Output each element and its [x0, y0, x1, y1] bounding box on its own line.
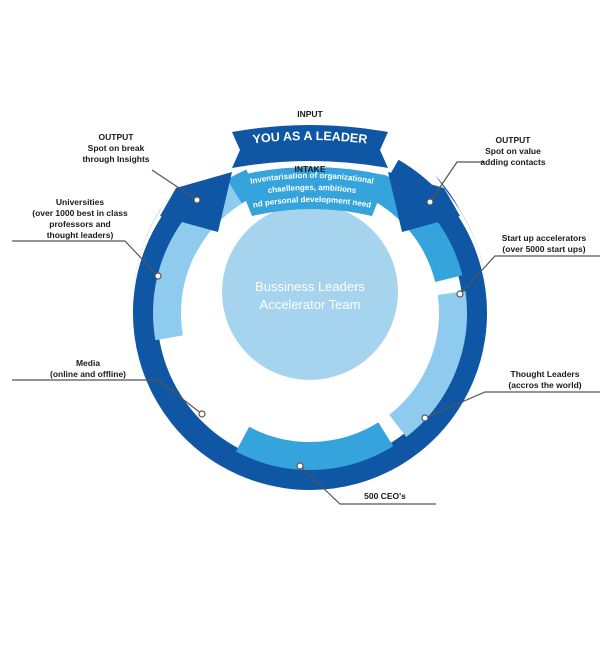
outer-ring-band — [133, 136, 487, 490]
dot-startups — [456, 290, 464, 298]
dot-ceos — [296, 462, 304, 470]
leader-thought-leaders — [424, 391, 600, 419]
output-right-heading: OUTPUT — [496, 135, 532, 145]
universities-line-1: Universities — [56, 197, 104, 207]
segment-ceos — [153, 156, 467, 470]
segment-media — [153, 156, 467, 471]
universities-line-2: (over 1000 best in class — [32, 208, 128, 218]
output-right-line-2: adding contacts — [480, 157, 545, 167]
leader-output-right — [429, 161, 484, 203]
segment-thought-leaders — [153, 156, 467, 470]
ceos-label: 500 CEO's — [364, 491, 406, 501]
dot-output-left — [193, 196, 201, 204]
output-right-line-1: Spot on value — [485, 146, 541, 156]
media-line-2: (online and offline) — [50, 369, 126, 379]
leader-output-left — [151, 169, 198, 201]
intake-label: INTAKE — [294, 164, 325, 174]
output-left-line-2: through Insights — [82, 154, 149, 164]
universities-line-4: thought leaders) — [47, 230, 114, 240]
thought-leaders-line-2: (accros the world) — [508, 380, 581, 390]
output-right-arrowhead — [388, 172, 460, 232]
leader-startups — [459, 255, 600, 295]
center-circle — [222, 204, 398, 380]
dot-universities — [154, 272, 162, 280]
output-left-line-1: Spot on break — [88, 143, 145, 153]
leader-media — [12, 379, 203, 415]
intake-ribbon — [236, 167, 388, 216]
center-line-1: Bussiness Leaders — [255, 279, 365, 294]
dot-output-right — [426, 198, 434, 206]
startups-line-2: (over 5000 start ups) — [502, 244, 585, 254]
leader-universities — [12, 240, 159, 277]
universities-line-3: professors and — [49, 219, 110, 229]
banner-title: YOU AS A LEADER — [252, 129, 368, 147]
center-line-2: Accelerator Team — [260, 297, 361, 312]
leader-ceos — [299, 465, 436, 505]
thought-leaders-line-1: Thought Leaders — [511, 369, 580, 379]
leader-lines — [12, 161, 600, 505]
dot-thought-leaders — [421, 414, 429, 422]
intake-line-2: chaellenges, ambitions — [267, 183, 357, 195]
startups-line-1: Start up accelerators — [502, 233, 587, 243]
leader-banner — [232, 125, 388, 168]
input-label: INPUT — [297, 109, 323, 119]
media-line-1: Media — [76, 358, 100, 368]
dot-media — [198, 410, 206, 418]
output-left-heading: OUTPUT — [99, 132, 135, 142]
